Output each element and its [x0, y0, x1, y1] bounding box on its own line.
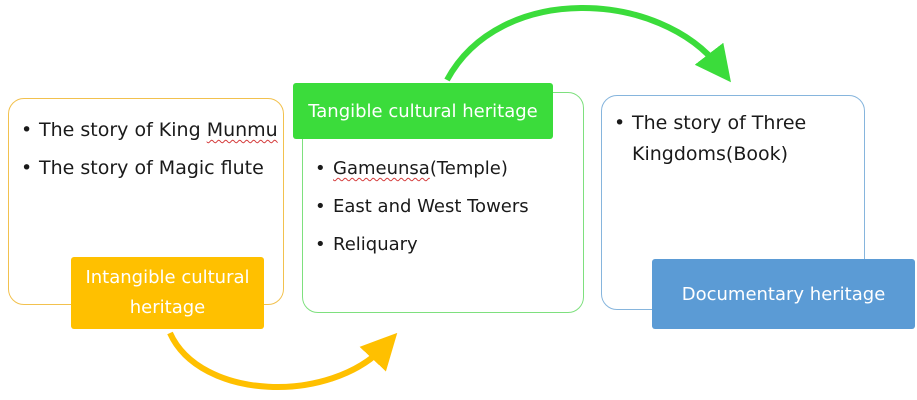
tangible-heritage-label: Tangible cultural heritage: [293, 83, 553, 139]
arrow-intangible-to-tangible: [167, 331, 398, 390]
intangible-heritage-label: Intangible cultural heritage: [71, 257, 264, 329]
documentary-items-list: The story of Three Kingdoms(Book): [612, 108, 852, 170]
arrow-tangible-to-documentary: [444, 5, 731, 83]
list-item: East and West Towers: [313, 188, 529, 226]
documentary-heritage-label: Documentary heritage: [652, 259, 915, 329]
intangible-items-list: The story of King Munmu The story of Mag…: [19, 113, 281, 189]
tangible-items-list: Gameunsa(Temple) East and West Towers Re…: [313, 150, 529, 264]
list-item: The story of Three Kingdoms(Book): [612, 108, 852, 170]
list-item: Reliquary: [313, 226, 529, 264]
list-item: Gameunsa(Temple): [313, 150, 529, 188]
list-item: The story of King Munmu: [19, 113, 281, 147]
list-item: The story of Magic flute: [19, 151, 281, 185]
